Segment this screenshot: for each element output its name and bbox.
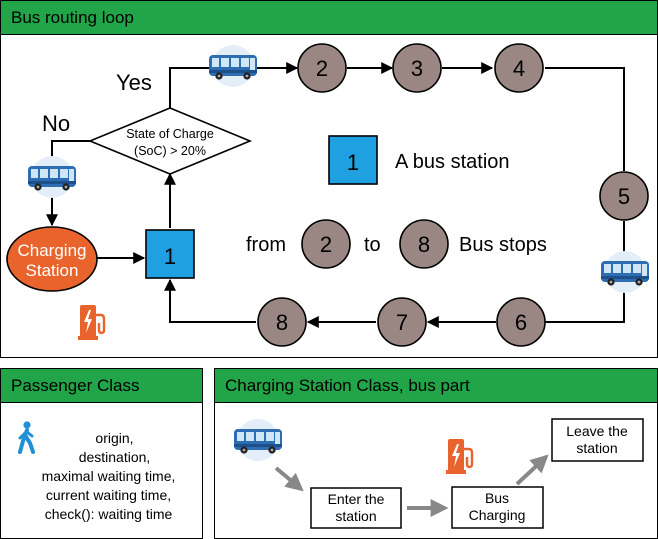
charging-station-line2: Station: [26, 261, 79, 280]
passenger-class-header: Passenger Class: [1, 369, 202, 403]
legend-stops-text: Bus stops: [459, 234, 547, 256]
bus-station-number: 1: [164, 244, 176, 269]
legend: 1 A bus station from 2 to 8 Bus stops: [246, 135, 547, 269]
charging-pump-icon: [77, 303, 106, 341]
passenger-attribute: destination,: [78, 449, 151, 465]
legend-from-text: from: [246, 234, 286, 256]
enter-station-line1: Enter the: [328, 491, 385, 507]
leave-station-line1: Leave the: [566, 423, 628, 439]
leave-station-line2: station: [576, 440, 617, 456]
line-no-branch: [51, 140, 90, 158]
arrow-bus-to-enter: [274, 466, 304, 492]
legend-to-text: to: [364, 234, 381, 256]
bus-stop-label: 8: [276, 310, 288, 335]
routing-panel-header: Bus routing loop: [1, 1, 657, 35]
bus-station-1: 1: [145, 229, 195, 279]
passenger-attribute: check(): waiting time: [44, 506, 173, 522]
bus-stop-label: 3: [411, 56, 423, 81]
routing-title: Bus routing loop: [11, 8, 134, 27]
legend-station: 1: [328, 135, 378, 185]
charging-class-header: Charging Station Class, bus part: [215, 369, 657, 403]
pedestrian-icon: [18, 421, 35, 454]
passenger-attribute: origin,: [95, 430, 134, 446]
enter-station-box: Enter the station: [310, 487, 402, 529]
passenger-class-panel: Passenger Class origin, destination, max…: [0, 368, 203, 539]
legend-stop-to: 8: [399, 219, 449, 269]
passenger-class-title: Passenger Class: [11, 376, 140, 395]
bus-charging-line1: Bus: [485, 490, 509, 506]
bus-icon: [28, 156, 76, 198]
charging-pump-icon: [445, 437, 474, 475]
bus-charging-box: Bus Charging: [451, 486, 544, 529]
legend-station-text: A bus station: [395, 151, 510, 173]
charging-station-line1: Charging: [18, 241, 87, 260]
bus-stop-4: 4: [494, 43, 544, 93]
bus-icon: [601, 251, 649, 293]
bus-stop-3: 3: [392, 43, 442, 93]
bus-stop-2: 2: [297, 43, 347, 93]
arrow-charging-to-leave: [515, 454, 549, 486]
bus-stop-7: 7: [377, 297, 427, 347]
arrow-stop-8-to-station: [164, 278, 256, 323]
decision-text-line1: State of Charge: [126, 127, 214, 141]
bus-stop-6: 6: [496, 297, 546, 347]
bus-stop-label: 5: [618, 184, 630, 209]
passenger-attributes: origin, destination, maximal waiting tim…: [21, 429, 196, 524]
bus-icon: [209, 45, 257, 87]
legend-station-number: 1: [347, 150, 359, 175]
passenger-attribute: current waiting time,: [45, 487, 172, 503]
soc-decision: State of Charge (SoC) > 20%: [87, 107, 253, 175]
leave-station-box: Leave the station: [551, 418, 644, 462]
bus-stop-label: 4: [513, 56, 525, 81]
charging-class-diagram: Enter the station Bus Charging Leave the…: [234, 418, 644, 529]
charging-station-node: Charging Station: [6, 226, 98, 292]
passenger-attribute: maximal waiting time,: [41, 468, 176, 484]
loop-connectors: [46, 62, 625, 328]
bus-stop-5: 5: [599, 171, 649, 221]
bus-stop-label: 6: [515, 310, 527, 335]
bus-stop-label: 2: [316, 56, 328, 81]
bus-stop-8: 8: [257, 297, 307, 347]
no-label: No: [42, 111, 70, 136]
bus-charging-line2: Charging: [469, 507, 526, 523]
legend-to-number: 8: [418, 232, 430, 257]
legend-from-number: 2: [320, 232, 332, 257]
line-stop-4-to-5: [545, 67, 625, 171]
routing-diagram: State of Charge (SoC) > 20% Yes No 1 Cha…: [6, 43, 649, 347]
enter-station-line2: station: [335, 508, 376, 524]
charging-class-title: Charging Station Class, bus part: [225, 376, 470, 395]
yes-label: Yes: [116, 70, 152, 95]
bus-stop-label: 7: [396, 310, 408, 335]
legend-stop-from: 2: [301, 219, 351, 269]
bus-icon: [234, 419, 282, 461]
decision-text-line2: (SoC) > 20%: [134, 144, 206, 158]
